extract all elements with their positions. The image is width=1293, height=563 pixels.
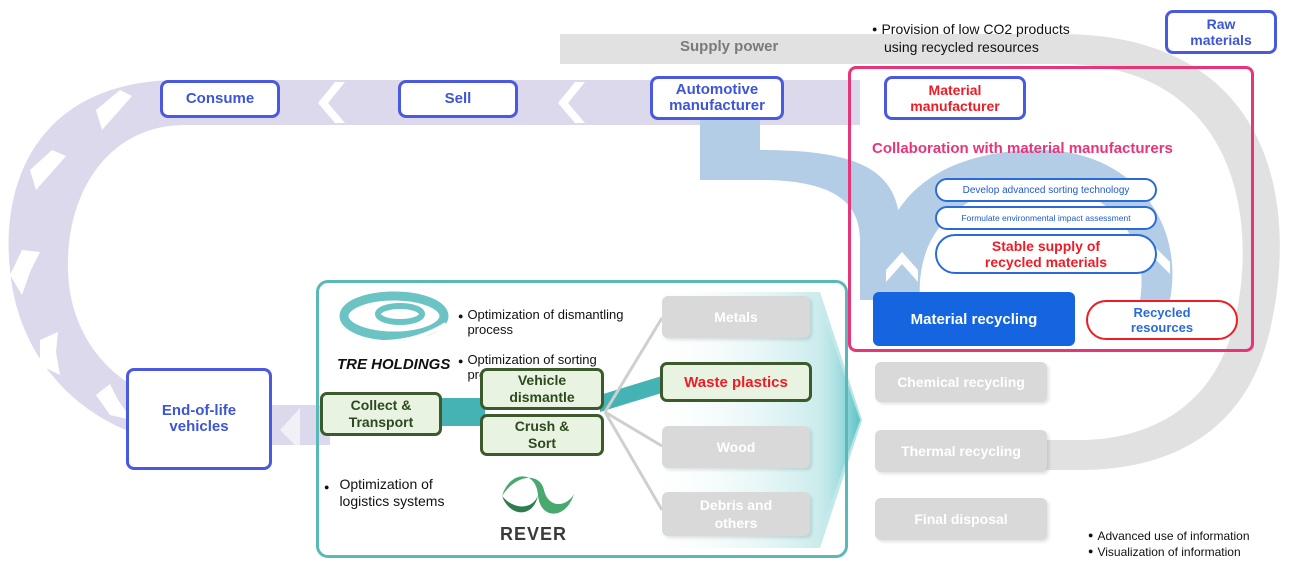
tre-logo-icon <box>339 291 449 345</box>
rever-name: REVER <box>500 524 568 544</box>
impact-assessment-item: Formulate environmental impact assessmen… <box>935 206 1157 230</box>
rever-logo-icon <box>502 476 574 514</box>
bullet: ● <box>872 24 878 34</box>
final-disposal-box[interactable]: Final disposal <box>875 498 1047 540</box>
metals-box[interactable]: Metals <box>662 296 810 338</box>
collaboration-frame <box>848 66 1254 352</box>
stable-supply-box: Stable supply of recycled materials <box>935 234 1157 274</box>
tre-rever-frame <box>316 280 848 558</box>
supply-power-label: Supply power <box>680 38 779 55</box>
tre-holdings-name: TRE HOLDINGS <box>337 356 451 373</box>
loop-chevrons <box>10 82 585 420</box>
teal-band <box>600 375 665 412</box>
debris-others-box[interactable]: Debris and others <box>662 492 810 536</box>
collect-transport-box[interactable]: Collect & Transport <box>320 392 442 436</box>
material-manufacturer-box[interactable]: Material manufacturer <box>884 76 1026 120</box>
automotive-manufacturer-box[interactable]: Automotive manufacturer <box>650 76 784 120</box>
wood-box[interactable]: Wood <box>662 426 810 468</box>
logistics-text: Optimization of logistics systems <box>339 476 445 509</box>
tre-bullets: ●Optimization of dismantling process ●Op… <box>458 292 658 397</box>
collaboration-title: Collaboration with material manufacturer… <box>872 140 1173 157</box>
top-note-line2: using recycled resources <box>884 39 1039 55</box>
raw-materials-box[interactable]: Raw materials <box>1165 10 1277 54</box>
logistics-note: ●Optimization of logistics systems <box>324 476 445 509</box>
teal-connector <box>440 398 485 426</box>
supply-loop-arc <box>560 34 1280 470</box>
info-note-1: ●Advanced use of information <box>1088 529 1250 543</box>
thermal-recycling-box[interactable]: Thermal recycling <box>875 430 1047 472</box>
end-of-life-box[interactable]: End-of-life vehicles <box>126 368 272 470</box>
chemical-recycling-box[interactable]: Chemical recycling <box>875 362 1047 402</box>
top-note: ●Provision of low CO2 products using rec… <box>872 20 1102 56</box>
consume-box[interactable]: Consume <box>160 80 280 118</box>
tre-bullet-1: ●Optimization of dismantling process <box>458 307 624 337</box>
sort-lines <box>603 317 664 511</box>
waste-plastics-box[interactable]: Waste plastics <box>660 362 812 402</box>
crush-sort-box[interactable]: Crush & Sort <box>480 414 604 456</box>
info-note-2: ●Visualization of information <box>1088 545 1241 559</box>
vehicle-dismantle-box[interactable]: Vehicle dismantle <box>480 368 604 410</box>
info-notes: ●Advanced use of information ●Visualizat… <box>1088 528 1250 560</box>
recycled-resources-box[interactable]: Recycled resources <box>1086 300 1238 340</box>
sorting-technology-item: Develop advanced sorting technology <box>935 178 1157 202</box>
top-note-line1: Provision of low CO2 products <box>881 21 1070 37</box>
sell-box[interactable]: Sell <box>398 80 518 118</box>
material-recycling-box[interactable]: Material recycling <box>873 292 1075 346</box>
